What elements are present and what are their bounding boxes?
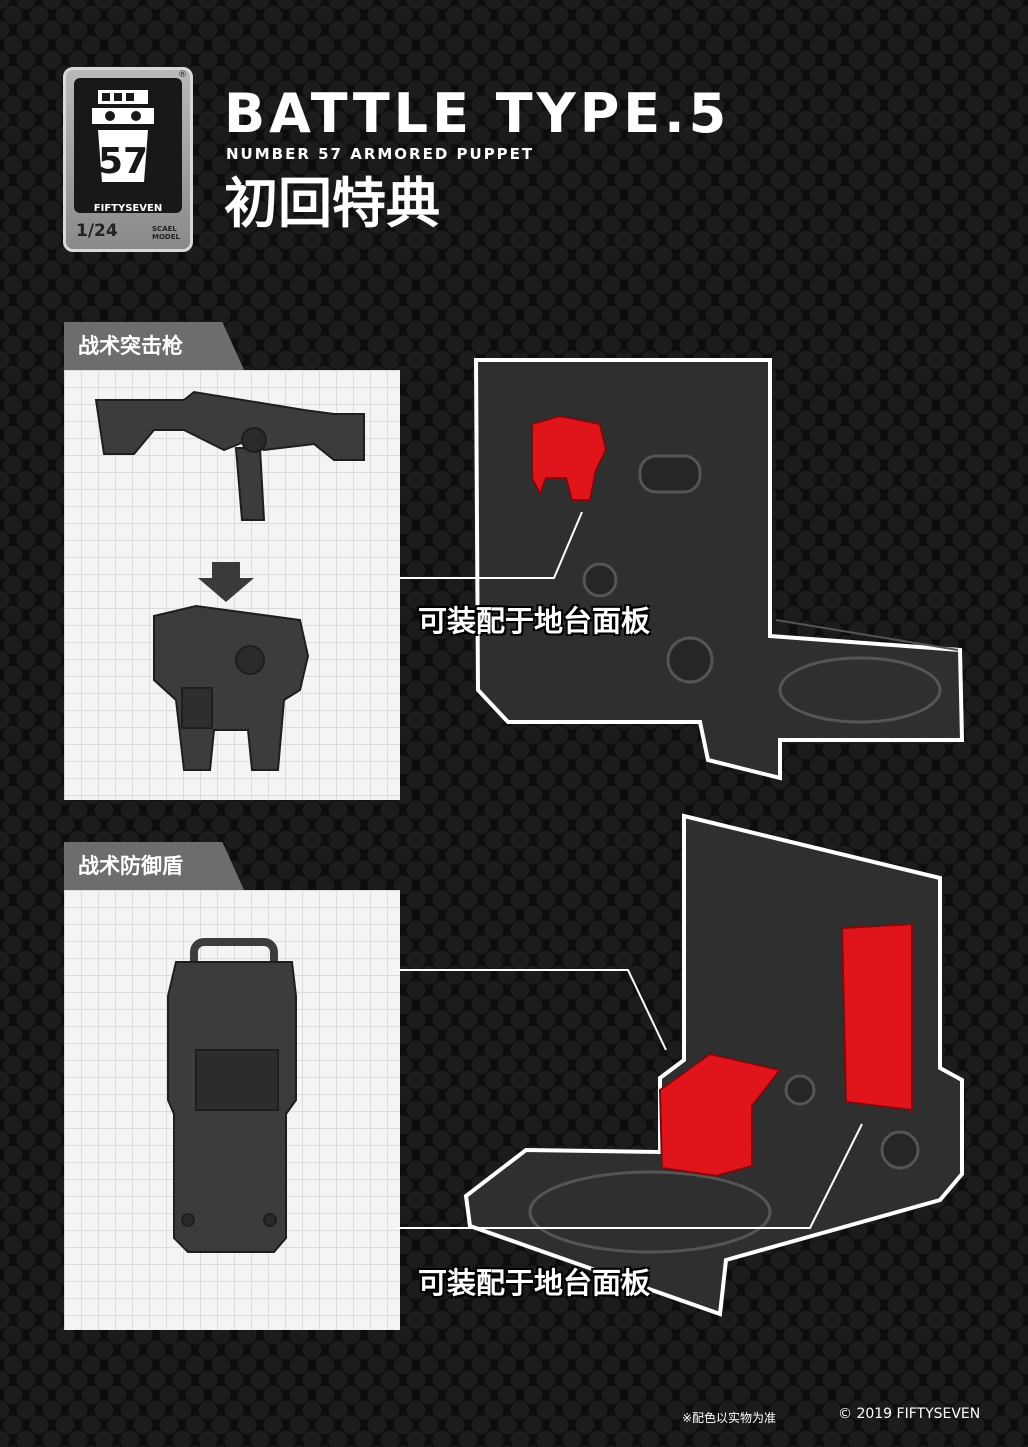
footer-copyright: © 2019 FIFTYSEVEN xyxy=(838,1406,981,1422)
logo-scale-sub-1: SCAEL xyxy=(152,225,177,233)
callout-line-1 xyxy=(398,511,583,579)
rifle-panel xyxy=(64,370,400,800)
rifle-illustration xyxy=(94,390,365,771)
folded-rifle-icon xyxy=(153,604,310,771)
logo-scale: 1/24 xyxy=(76,221,118,241)
helmet-icon: 57 xyxy=(92,90,154,182)
callout-text-1: 可装配于地台面板 xyxy=(418,604,651,638)
callout-line-2a xyxy=(398,969,667,1051)
attached-rifle xyxy=(531,414,608,501)
callout-line-2b xyxy=(398,1123,863,1229)
page-subtitle: NUMBER 57 ARMORED PUPPET xyxy=(226,145,535,163)
brand-logo: ® 57 FIFTYSEVEN 1/24 SCAEL MODEL xyxy=(63,67,193,252)
page-title: BATTLE TYPE.5 xyxy=(224,82,731,145)
page-cn-title: 初回特典 xyxy=(224,172,440,235)
callout-text-2: 可装配于地台面板 xyxy=(418,1266,651,1300)
footer-note: ※配色以实物为准 xyxy=(682,1411,777,1425)
shield-illustration xyxy=(167,938,297,1253)
rifle-icon xyxy=(94,390,365,521)
section-tab-shield: 战术防御盾 xyxy=(64,842,244,890)
arrow-down-icon xyxy=(198,562,254,602)
logo-emblem: 57 FIFTYSEVEN xyxy=(74,78,182,214)
shield-icon xyxy=(167,938,297,1253)
shield-panel xyxy=(64,890,400,1330)
attached-shield-vertical xyxy=(840,922,913,1112)
section-tab-rifle: 战术突击枪 xyxy=(64,322,244,370)
logo-brand-label: FIFTYSEVEN xyxy=(93,203,163,214)
attached-shield-base xyxy=(658,1052,782,1178)
registered-mark: ® xyxy=(178,70,187,80)
logo-number: 57 xyxy=(98,141,148,182)
logo-scale-sub-2: MODEL xyxy=(152,233,180,241)
logo-scale-sub: SCAEL MODEL xyxy=(152,225,180,241)
